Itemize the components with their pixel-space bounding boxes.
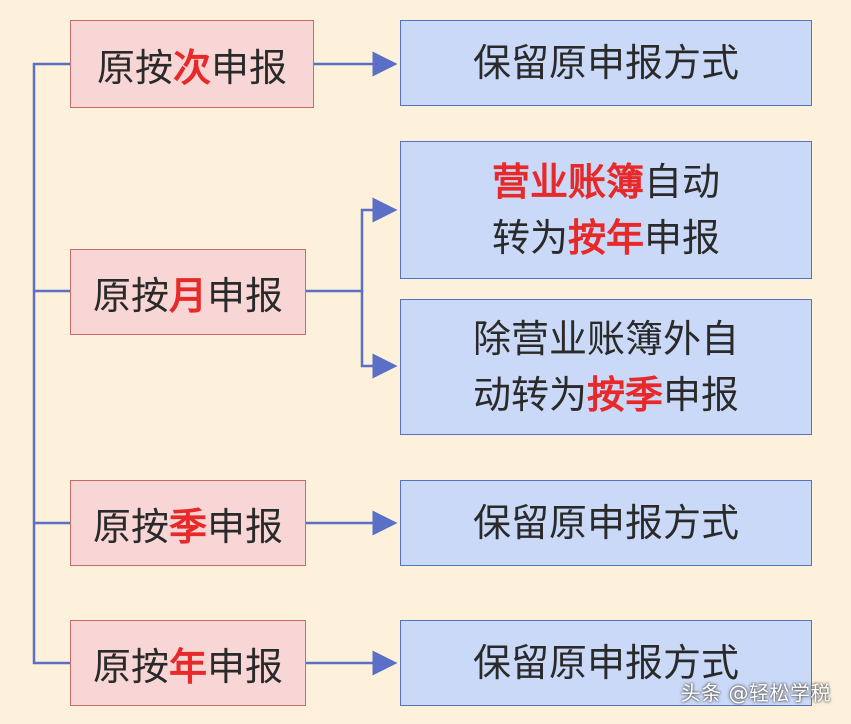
label-prefix: 原按 [92,273,169,318]
label-prefix: 原按 [92,644,169,689]
line-2: 转为按年申报 [491,216,721,260]
label-highlight: 季 [168,504,207,549]
watermark: 头条 @轻松学税 [680,681,831,705]
label-highlight: 年 [168,644,207,689]
right-box-keep-original-2: 保留原申报方式 [400,480,812,566]
left-box-yearly: 原按年申报 [70,620,306,706]
label-prefix: 原按 [96,45,173,90]
arrow-month-lower [360,291,398,379]
label-suffix: 申报 [207,273,284,318]
label-suffix: 申报 [211,45,288,90]
trunk-line [32,62,72,665]
left-box-per-time: 原按次申报 [70,20,314,108]
label-suffix: 申报 [207,644,284,689]
right-box-non-ledger-quarterly: 除营业账簿外自 动转为按季申报 [400,299,812,435]
line-1: 营业账簿自动 [491,160,721,204]
line-1: 保留原申报方式 [472,641,739,685]
arrow-month-split [305,197,398,293]
right-box-keep-original-1: 保留原申报方式 [400,20,812,106]
line-1: 除营业账簿外自 [472,317,739,361]
line-2: 动转为按季申报 [472,373,740,417]
label-prefix: 原按 [92,504,169,549]
left-box-quarterly: 原按季申报 [70,480,306,566]
right-box-keep-original-3: 保留原申报方式 [400,620,812,706]
label-highlight: 次 [172,45,211,90]
line-1: 保留原申报方式 [472,41,739,85]
label-highlight: 月 [168,273,207,318]
right-box-ledger-yearly: 营业账簿自动 转为按年申报 [400,141,812,279]
label-suffix: 申报 [207,504,284,549]
line-1: 保留原申报方式 [472,501,739,545]
left-box-monthly: 原按月申报 [70,249,306,335]
